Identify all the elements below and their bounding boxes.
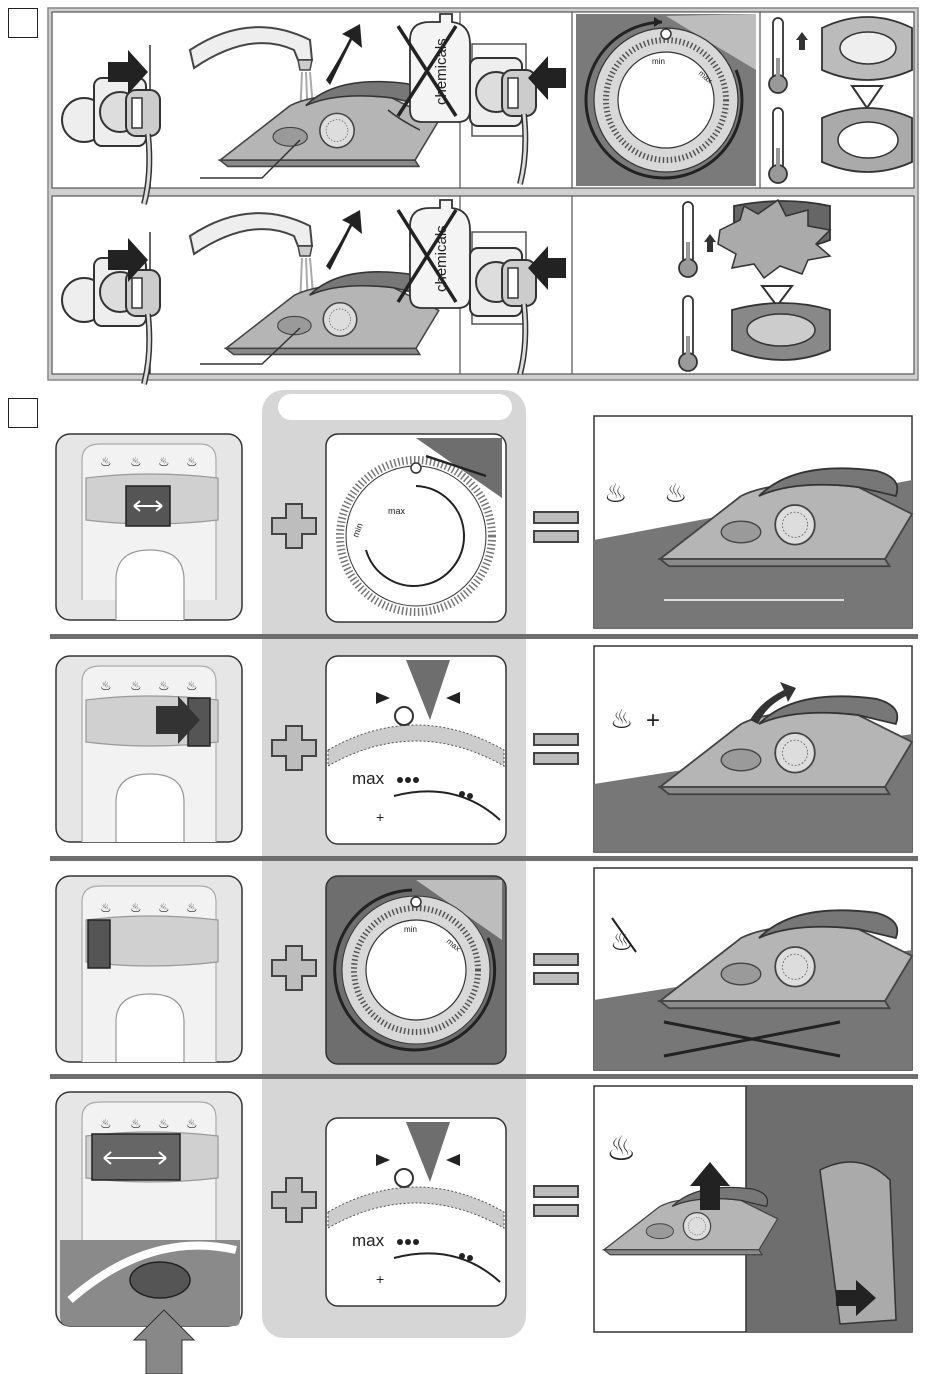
temperature-dial-a: max min — [326, 434, 506, 622]
equals-sign-4 — [534, 1186, 578, 1216]
svg-text:♨: ♨ — [186, 678, 198, 693]
svg-text:min: min — [652, 57, 665, 66]
svg-text:♨: ♨ — [610, 704, 633, 734]
steam-selector-row-a: ♨ ♨ ♨ ♨ — [56, 434, 242, 620]
iron-result-d: ♨ — [594, 1086, 912, 1332]
svg-text:+: + — [376, 1271, 384, 1287]
svg-text:♨: ♨ — [100, 678, 112, 693]
svg-text:♨: ♨ — [664, 478, 687, 508]
svg-text:max: max — [352, 1231, 385, 1250]
temperature-dial-d: max + — [326, 1118, 506, 1306]
equals-sign-2 — [534, 734, 578, 764]
svg-text:♨: ♨ — [158, 1116, 170, 1131]
svg-text:+: + — [376, 809, 384, 825]
svg-text:♨: ♨ — [158, 678, 170, 693]
equals-sign — [534, 512, 578, 542]
svg-text:♨: ♨ — [186, 1116, 198, 1131]
svg-text:♨: ♨ — [130, 1116, 142, 1131]
svg-text:min: min — [404, 925, 417, 934]
temperature-dial-c: min max — [326, 876, 506, 1064]
svg-text:♨: ♨ — [158, 900, 170, 915]
svg-text:♨: ♨ — [130, 678, 142, 693]
svg-text:♨: ♨ — [100, 900, 112, 915]
equals-sign-3 — [534, 954, 578, 984]
temperature-dial-b: max + — [326, 656, 506, 844]
iron-result-a: ♨ ♨ — [594, 416, 912, 628]
svg-text:♨: ♨ — [100, 1116, 112, 1131]
temperature-dial-full: min max — [576, 14, 756, 186]
svg-text:♨: ♨ — [186, 454, 198, 469]
steam-selector-row-d: ♨ ♨ ♨ ♨ — [56, 1092, 242, 1374]
steam-selector-row-c: ♨ ♨ ♨ ♨ — [56, 876, 242, 1062]
svg-text:♨: ♨ — [130, 900, 142, 915]
steam-selector-row-b: ♨ ♨ ♨ ♨ — [56, 656, 242, 842]
svg-text:♨: ♨ — [130, 454, 142, 469]
svg-text:+: + — [646, 707, 660, 734]
svg-text:♨: ♨ — [604, 478, 627, 508]
iron-result-b: ♨ + — [594, 646, 912, 852]
svg-text:♨: ♨ — [186, 900, 198, 915]
svg-text:♨: ♨ — [606, 1130, 636, 1168]
svg-text:max: max — [352, 769, 385, 788]
svg-text:♨: ♨ — [158, 454, 170, 469]
svg-text:♨: ♨ — [100, 454, 112, 469]
svg-text:max: max — [388, 506, 406, 516]
iron-result-c: ♨ — [594, 868, 912, 1070]
